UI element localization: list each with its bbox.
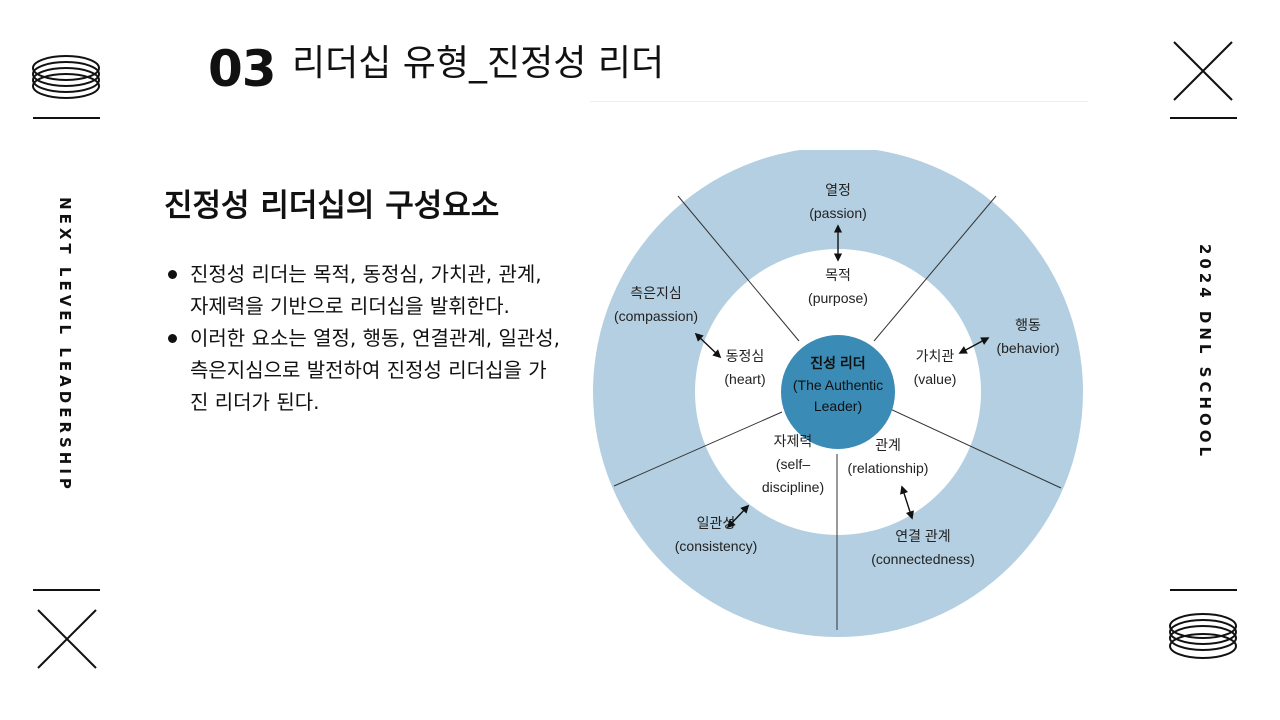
label-heart-ko: 동정심 xyxy=(726,348,765,364)
section-heading: 진정성 리더십의 구성요소 xyxy=(164,188,500,224)
slide-number: 03 xyxy=(208,40,277,98)
connector-arrows xyxy=(694,224,990,529)
arrow-compassion-heart xyxy=(694,332,722,359)
right-top-rule xyxy=(1170,117,1237,119)
label-behavior-ko: 행동 xyxy=(1015,317,1041,333)
label-passion-ko: 열정 xyxy=(825,182,851,198)
title-divider xyxy=(590,101,1088,102)
center-label-ko: 진성 리더 xyxy=(810,355,865,371)
label-purpose-en: (purpose) xyxy=(808,290,868,306)
arrow-self-discipline-consistency xyxy=(726,504,750,529)
authentic-leadership-diagram: 진성 리더 (The Authentic Leader) 목적 (purpose… xyxy=(593,150,1083,637)
left-vertical-label: NEXT LEVEL LEADERSHIP xyxy=(56,197,74,493)
label-relationship-ko: 관계 xyxy=(875,437,901,453)
bullet-list: 진정성 리더는 목적, 동정심, 가치관, 관계, 자제력을 기반으로 리더십을… xyxy=(164,258,564,418)
right-vertical-label: 2024 DNL SCHOOL xyxy=(1196,243,1214,461)
label-relationship-en: (relationship) xyxy=(848,460,929,476)
center-circle xyxy=(781,335,895,449)
label-compassion-ko: 측은지심 xyxy=(630,285,682,301)
right-bottom-rule xyxy=(1170,589,1237,591)
left-bottom-rule xyxy=(33,589,100,591)
arrow-value-behavior xyxy=(958,337,990,354)
arrow-relationship-connectedness xyxy=(900,485,914,520)
cross-icon xyxy=(1173,41,1233,101)
label-value-en: (value) xyxy=(914,371,957,387)
label-consistency-ko: 일관성 xyxy=(697,515,736,531)
cross-icon xyxy=(37,609,97,669)
label-purpose-ko: 목적 xyxy=(825,267,851,283)
label-compassion-en: (compassion) xyxy=(614,308,698,324)
slide-title: 리더십 유형_진정성 리더 xyxy=(292,43,665,84)
bullet-item: 진정성 리더는 목적, 동정심, 가치관, 관계, 자제력을 기반으로 리더십을… xyxy=(164,258,564,322)
center-label-en: (The Authentic xyxy=(793,377,883,393)
label-self-discipline-en: (self– xyxy=(776,456,810,472)
label-connectedness-en: (connectedness) xyxy=(871,551,975,567)
label-self-discipline-ko: 자제력 xyxy=(774,433,813,449)
left-top-rule xyxy=(33,117,100,119)
label-value-ko: 가치관 xyxy=(916,348,955,364)
center-label-en: Leader) xyxy=(814,398,862,414)
label-self-discipline-en: discipline) xyxy=(762,479,824,495)
label-connectedness-ko: 연결 관계 xyxy=(895,528,950,544)
label-consistency-en: (consistency) xyxy=(675,538,757,554)
rings-icon xyxy=(1169,613,1237,659)
label-behavior-en: (behavior) xyxy=(996,340,1059,356)
rings-icon xyxy=(32,55,100,99)
bullet-item: 이러한 요소는 열정, 행동, 연결관계, 일관성, 측은지심으로 발전하여 진… xyxy=(164,322,564,418)
segment-dividers xyxy=(613,195,1062,630)
label-passion-en: (passion) xyxy=(809,205,867,221)
label-heart-en: (heart) xyxy=(724,371,765,387)
